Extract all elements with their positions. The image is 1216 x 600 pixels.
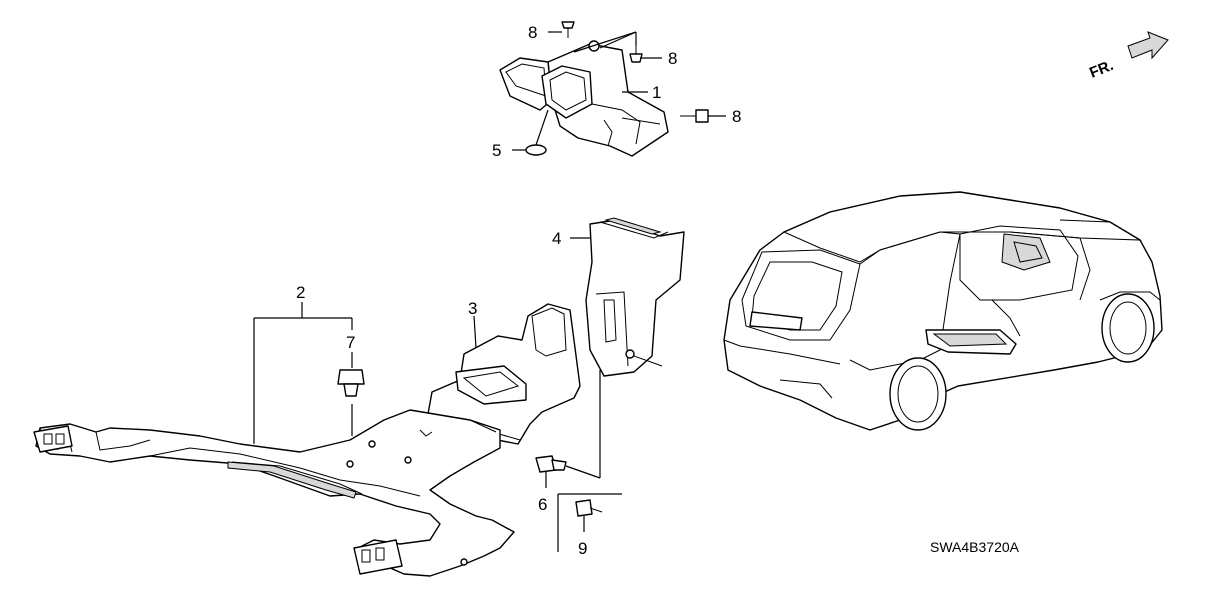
callout-9: 9 bbox=[578, 539, 587, 558]
callout-2: 2 bbox=[296, 283, 305, 302]
callout-5: 5 bbox=[492, 141, 501, 160]
leader-lines-part-2 bbox=[253, 302, 353, 444]
part-6-clip bbox=[535, 370, 601, 488]
callout-3: 3 bbox=[468, 299, 477, 318]
part-8-screws bbox=[561, 21, 709, 123]
callout-8-top-right: 8 bbox=[668, 49, 677, 68]
front-direction-label: FR. bbox=[1087, 57, 1116, 82]
front-direction-indicator: FR. bbox=[1087, 31, 1169, 82]
part-9-screw bbox=[557, 493, 622, 552]
part-5-clip bbox=[525, 144, 547, 156]
part-2-floor-duct bbox=[33, 409, 515, 577]
diagram-code: SWA4B3720A bbox=[930, 539, 1020, 555]
callout-8-top-left: 8 bbox=[528, 23, 537, 42]
vehicle-illustration bbox=[723, 191, 1163, 431]
callout-6: 6 bbox=[538, 495, 547, 514]
leader-lines-top bbox=[512, 31, 726, 151]
callout-4: 4 bbox=[552, 229, 561, 248]
part-1-heater-duct bbox=[499, 40, 669, 157]
part-7-clip bbox=[337, 352, 365, 397]
part-4-side-duct bbox=[585, 217, 685, 377]
callout-7: 7 bbox=[346, 333, 355, 352]
callout-1: 1 bbox=[652, 83, 661, 102]
callout-8-right: 8 bbox=[732, 107, 741, 126]
